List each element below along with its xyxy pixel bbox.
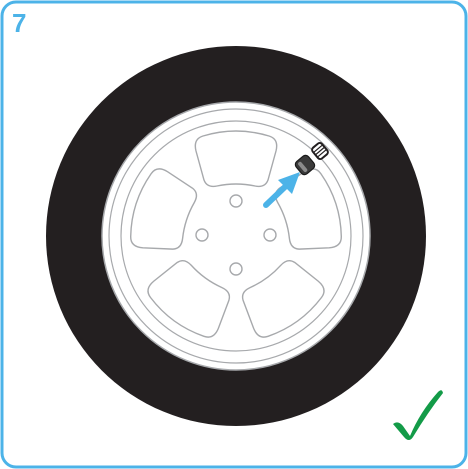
wheel-rim-icon (102, 102, 370, 370)
step-number: 7 (12, 8, 26, 38)
